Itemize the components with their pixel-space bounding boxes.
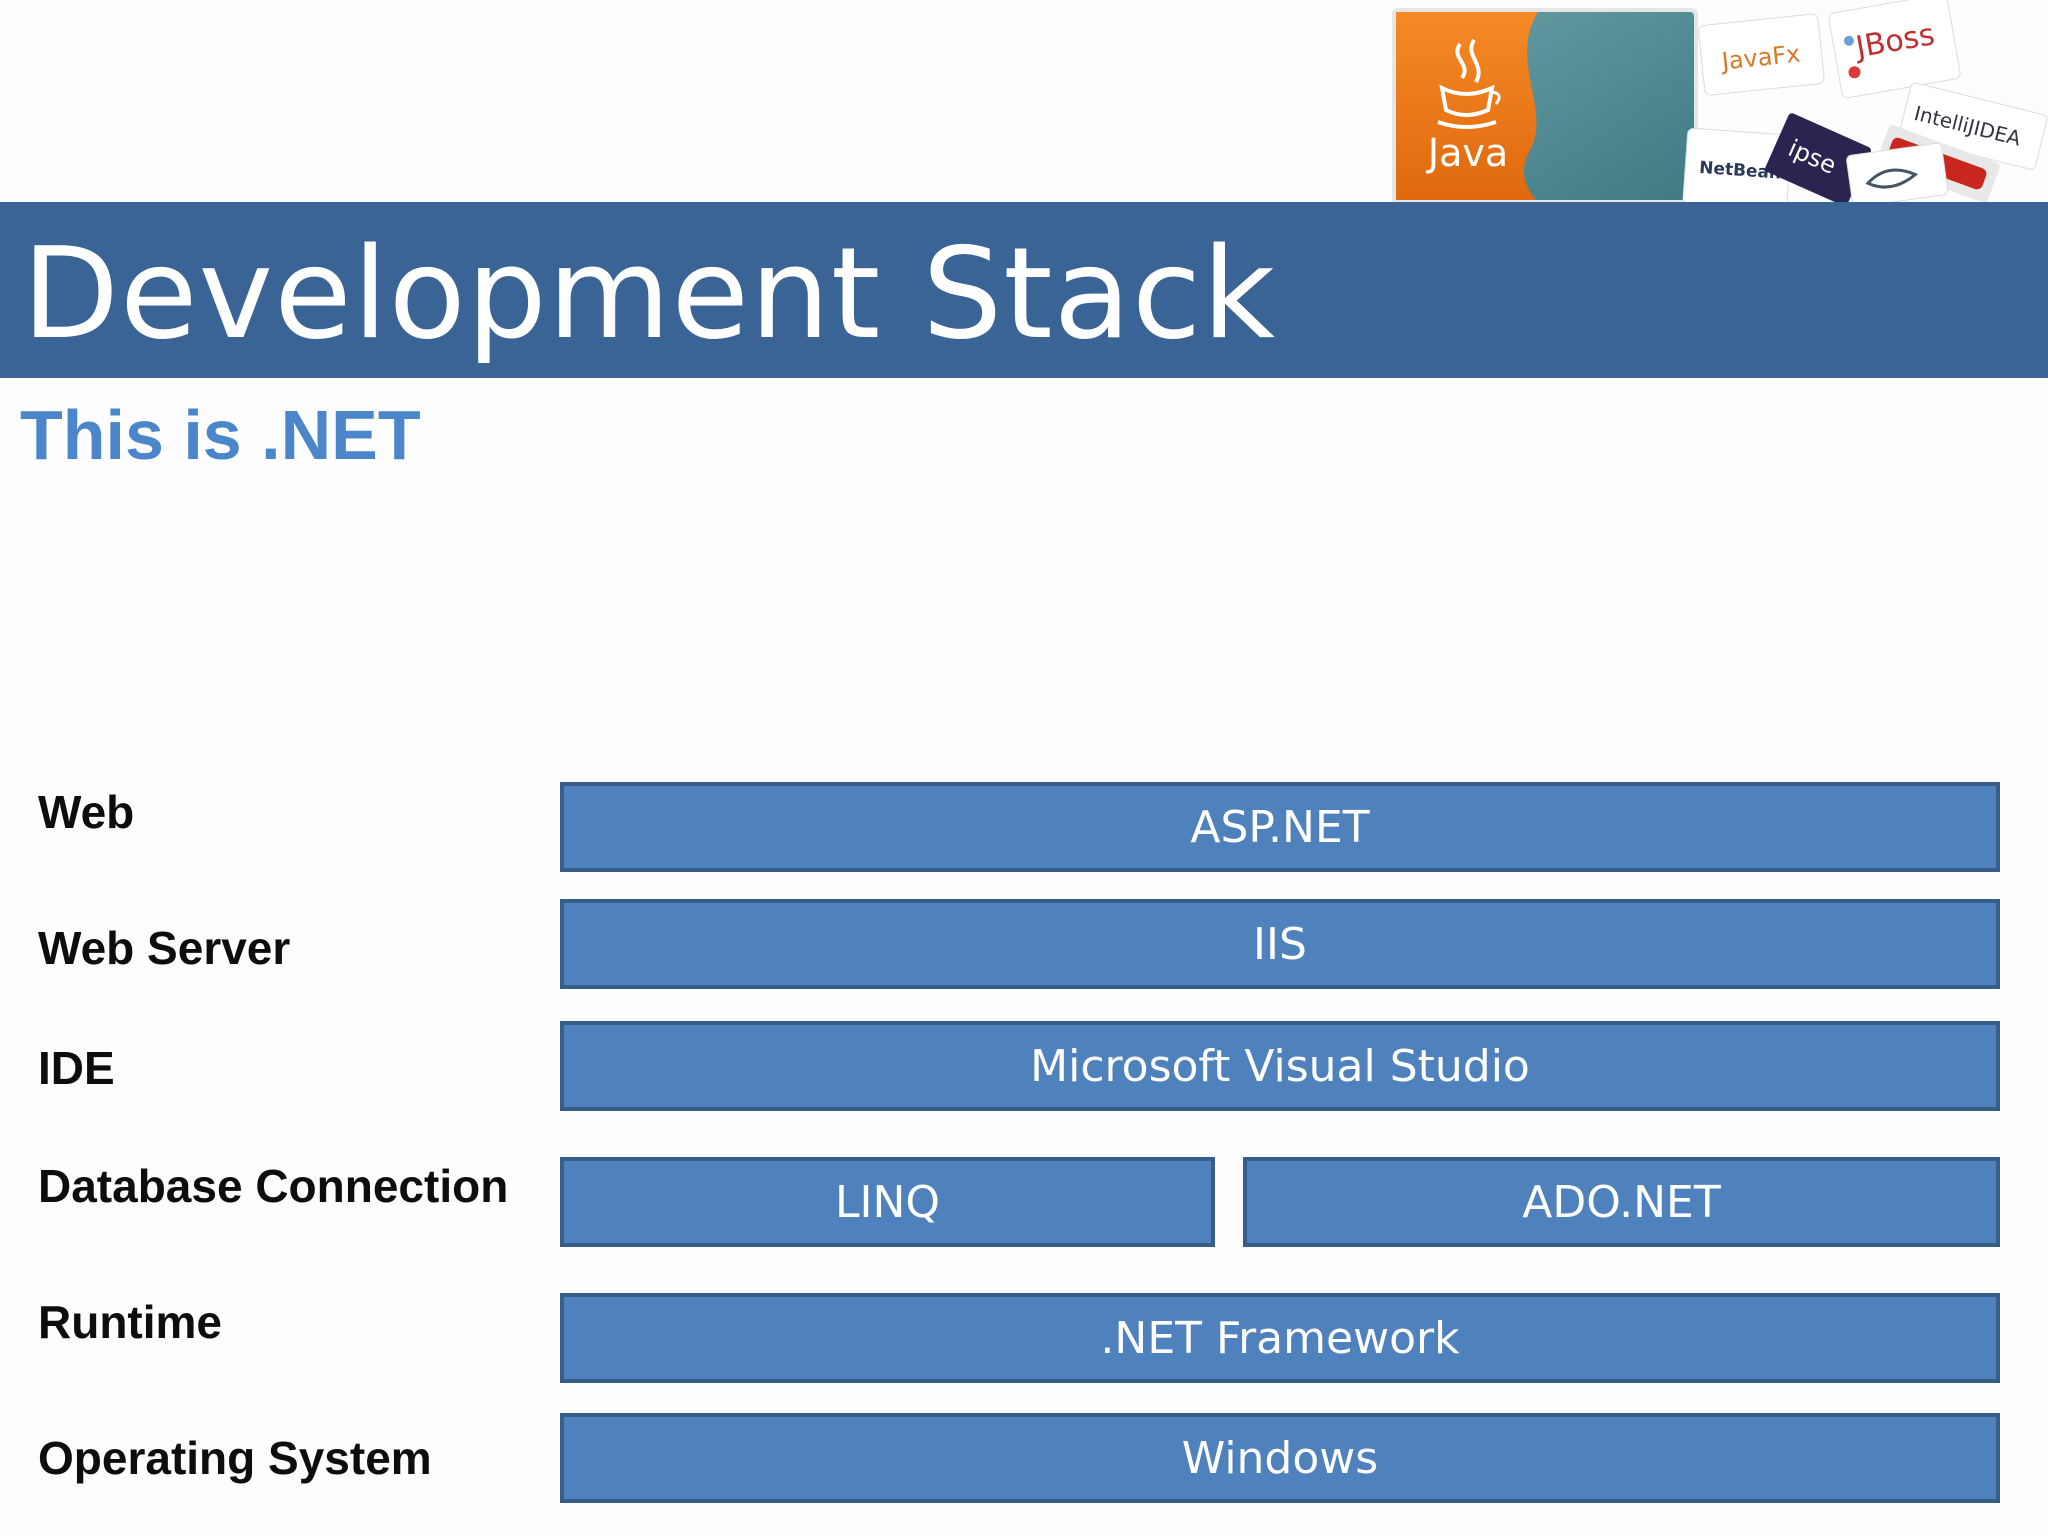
row-label-web-server: Web Server (38, 922, 291, 974)
java-logo: Java (1392, 8, 1698, 204)
component-box-asp-net: ASP.NET (560, 782, 2000, 872)
slide-subtitle: This is .NET (20, 396, 421, 474)
jboss-card: JBoss (1828, 0, 1961, 99)
component-box-linq: LINQ (560, 1157, 1215, 1247)
java-logo-text: Java (1426, 131, 1508, 175)
row-label-database-connection: Database Connection (38, 1160, 509, 1212)
component-box-net-framework: .NET Framework (560, 1293, 2000, 1383)
component-box-windows: Windows (560, 1413, 2000, 1503)
component-box-visual-studio: Microsoft Visual Studio (560, 1021, 2000, 1111)
row-label-operating-system: Operating System (38, 1432, 432, 1484)
javafx-card: JavaFx (1698, 13, 1825, 96)
row-label-web: Web (38, 786, 135, 838)
technology-logos-banner: Java JavaFx JBoss IntelliJIDEA NetBeans … (1392, 0, 2048, 212)
row-label-ide: IDE (38, 1042, 115, 1094)
row-label-runtime: Runtime (38, 1296, 222, 1348)
slide-title: Development Stack (22, 220, 1277, 367)
component-box-iis: IIS (560, 899, 2000, 989)
eclipse-card: ipse (1765, 113, 1871, 206)
glassfish-card (1846, 142, 1949, 208)
title-bar (0, 202, 2048, 378)
component-box-ado-net: ADO.NET (1243, 1157, 2000, 1247)
